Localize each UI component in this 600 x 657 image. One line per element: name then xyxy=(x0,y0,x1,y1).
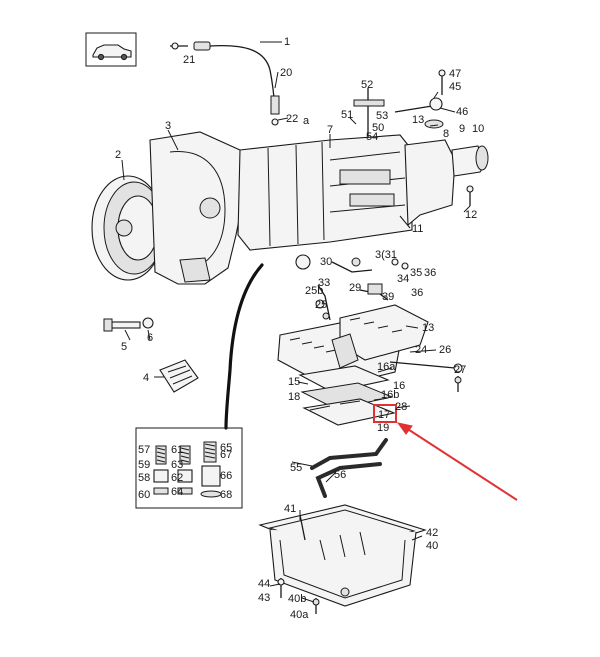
callout-25b: 25b xyxy=(305,285,323,297)
callout-9: 9 xyxy=(459,123,465,135)
callout-20: 20 xyxy=(280,67,292,79)
callout-36-top: 36 xyxy=(424,267,436,279)
callout-29: 29 xyxy=(349,282,361,294)
callout-64: 64 xyxy=(171,486,183,498)
valve-inset-box xyxy=(135,427,243,509)
valve-body xyxy=(277,304,463,392)
callout-24: 24 xyxy=(415,344,427,356)
callout-27: 27 xyxy=(454,364,466,376)
valve-column-3 xyxy=(200,441,222,498)
callout-43: 43 xyxy=(258,592,270,604)
callout-16: 16 xyxy=(393,380,405,392)
oil-tubes xyxy=(310,438,388,498)
valve-column-2 xyxy=(177,445,193,495)
car-thumbnail-icon xyxy=(85,32,137,67)
callout-28: 28 xyxy=(395,401,407,413)
callout-25: 25 xyxy=(315,299,327,311)
callout-42: 42 xyxy=(426,527,438,539)
callout-16a: 16a xyxy=(377,361,396,373)
callout-66: 66 xyxy=(220,470,232,482)
callout-63: 63 xyxy=(171,459,183,471)
callout-54: 54 xyxy=(366,131,378,143)
callout-68: 68 xyxy=(220,489,232,501)
callout-18: 18 xyxy=(288,391,300,403)
callout-62: 62 xyxy=(171,472,183,484)
callout-52: 52 xyxy=(361,79,373,91)
pad-4 xyxy=(159,359,199,393)
shift-cable xyxy=(224,263,264,430)
highlight-box-17 xyxy=(373,404,397,423)
callout-59: 59 xyxy=(138,459,150,471)
callout-1: 1 xyxy=(284,36,290,48)
callout-51: 51 xyxy=(341,109,353,121)
callout-33: 33 xyxy=(318,277,330,289)
callout-40b: 40b xyxy=(288,593,306,605)
callout-12: 12 xyxy=(465,209,477,221)
callout-39: 39 xyxy=(382,291,394,303)
callout-11: 11 xyxy=(412,223,423,235)
valve-column-1 xyxy=(153,445,169,495)
callout-67: 67 xyxy=(220,449,232,461)
callout-55: 55 xyxy=(290,462,302,474)
callout-13: 13 xyxy=(412,114,424,126)
bolt-5 xyxy=(103,317,154,332)
callout-65: 65 xyxy=(220,442,232,454)
callout-60: 60 xyxy=(138,489,150,501)
callout-53: 53 xyxy=(376,110,388,122)
callout-19: 19 xyxy=(377,422,389,434)
callout-17-highlighted: 17 xyxy=(378,409,390,421)
transmission-housing xyxy=(91,69,489,285)
callout-labels: 1 21 20 22 a 2 3 7 52 51 53 50 54 13 47 … xyxy=(115,36,484,621)
callout-15: 15 xyxy=(288,376,300,388)
callout-31: 3(31 xyxy=(375,249,397,261)
callout-7: 7 xyxy=(327,124,333,136)
callout-36-mid: 36 xyxy=(411,287,423,299)
callout-22: 22 xyxy=(286,113,298,125)
callout-61: 61 xyxy=(171,444,183,456)
drain-bolts xyxy=(277,578,320,614)
callout-45: 45 xyxy=(449,81,461,93)
callout-34: 34 xyxy=(397,273,409,285)
callout-a: a xyxy=(303,115,310,127)
callout-26: 26 xyxy=(439,344,451,356)
callout-3: 3 xyxy=(165,120,171,132)
separator-plates xyxy=(298,365,396,426)
callout-46: 46 xyxy=(456,106,468,118)
callout-47: 47 xyxy=(449,68,461,80)
callout-40: 40 xyxy=(426,540,438,552)
callout-35: 35 xyxy=(410,267,422,279)
callout-57: 57 xyxy=(138,444,150,456)
callout-8: 8 xyxy=(443,128,449,140)
callout-13-lower: 13 xyxy=(422,322,434,334)
callout-44: 44 xyxy=(258,578,270,590)
leader-lines xyxy=(121,41,471,603)
detent-parts xyxy=(295,254,409,321)
callout-2: 2 xyxy=(115,149,121,161)
callout-21: 21 xyxy=(183,54,195,66)
callout-4: 4 xyxy=(143,372,149,384)
oil-pan xyxy=(258,504,427,607)
callout-40a: 40a xyxy=(290,609,309,621)
callout-41: 41 xyxy=(284,503,296,515)
kickdown-cable xyxy=(170,41,280,126)
callout-50: 50 xyxy=(372,122,384,134)
callout-58: 58 xyxy=(138,472,150,484)
red-pointer-arrow xyxy=(396,422,518,501)
callout-6: 6 xyxy=(147,332,153,344)
callout-16b: 16b xyxy=(381,389,399,401)
callout-56: 56 xyxy=(334,469,346,481)
callout-5: 5 xyxy=(121,341,127,353)
callout-30: 30 xyxy=(320,256,332,268)
callout-10: 10 xyxy=(472,123,484,135)
